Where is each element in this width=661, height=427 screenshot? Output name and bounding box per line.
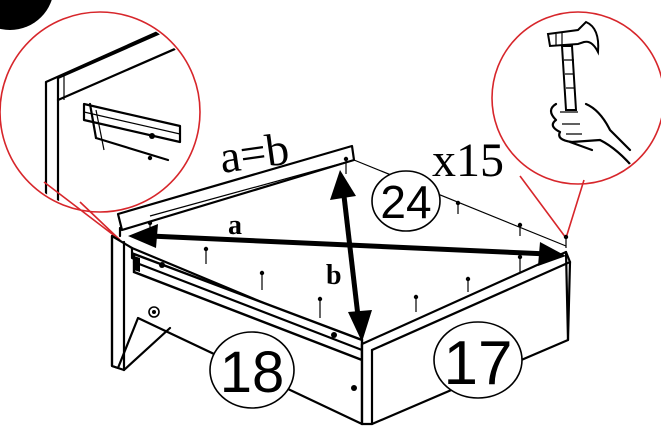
step-marker xyxy=(0,0,52,30)
part-number-18-text: 18 xyxy=(220,340,285,405)
hammer-icon xyxy=(546,20,600,111)
nail-count-label: x15 xyxy=(432,134,504,187)
callout-circle-right xyxy=(491,11,661,185)
screw-icon xyxy=(159,262,165,268)
part-number-17-text: 17 xyxy=(444,329,513,398)
double-arrow-icon xyxy=(128,170,566,342)
screw-icon xyxy=(331,332,337,338)
rail-detail-callout xyxy=(0,11,201,241)
part-number-17: 17 xyxy=(433,321,523,399)
hand-icon xyxy=(549,102,642,178)
diagonal-b-label: b xyxy=(326,260,342,291)
part-number-18: 18 xyxy=(209,331,295,409)
callout-circle-left xyxy=(0,11,201,213)
hammer-callout xyxy=(491,11,661,239)
part-number-24-text: 24 xyxy=(380,176,431,228)
nail-icon xyxy=(147,156,569,318)
diagonal-a-label: a xyxy=(228,210,242,241)
part-number-24: 24 xyxy=(371,170,441,232)
equation-label: a=b xyxy=(216,123,292,183)
